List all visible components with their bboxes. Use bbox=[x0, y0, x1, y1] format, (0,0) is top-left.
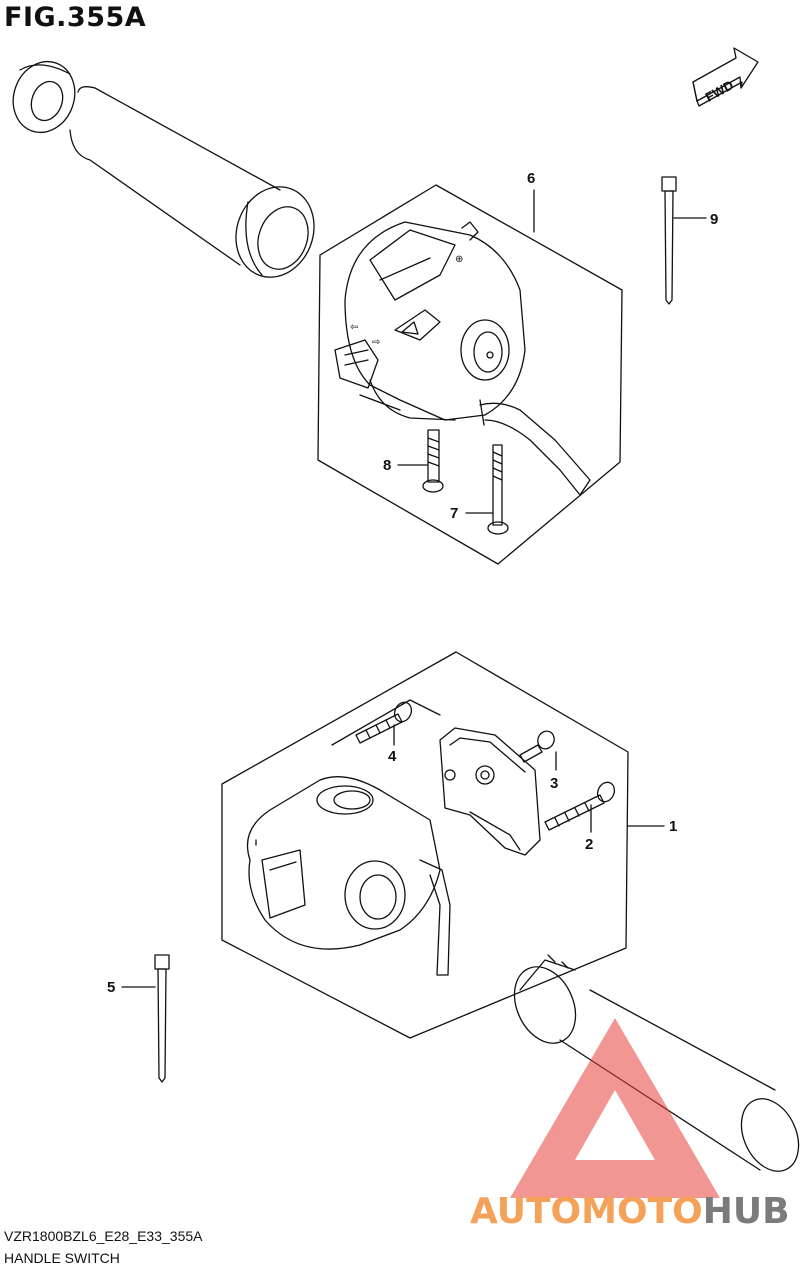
svg-text:⇨: ⇨ bbox=[372, 337, 380, 348]
watermark-logo bbox=[510, 1018, 720, 1198]
cable-tie-5-drawing bbox=[154, 954, 170, 1083]
watermark-text-part2: HUB bbox=[703, 1191, 790, 1232]
screw-2-drawing bbox=[544, 781, 616, 831]
lower-assembly-frame bbox=[221, 651, 629, 1039]
screw-4-drawing bbox=[355, 701, 413, 744]
watermark-text-part1: AUTOMOTO bbox=[470, 1191, 703, 1232]
callout-5: 5 bbox=[107, 979, 115, 996]
lower-inner-frame bbox=[331, 699, 441, 746]
watermark: AUTOMOTOHUB bbox=[470, 1018, 790, 1232]
screw-7-drawing bbox=[487, 444, 509, 535]
callout-2: 2 bbox=[585, 836, 593, 853]
upper-assembly-frame bbox=[317, 184, 623, 565]
callout-8: 8 bbox=[383, 457, 391, 474]
figure-title: FIG.355A bbox=[4, 2, 147, 33]
cable-tie-9-drawing bbox=[661, 176, 677, 305]
screw-3-drawing bbox=[519, 730, 555, 763]
callout-1: 1 bbox=[669, 818, 677, 835]
right-handle-switch-drawing bbox=[246, 776, 451, 976]
callout-4: 4 bbox=[388, 748, 397, 765]
left-grip-drawing bbox=[12, 60, 315, 278]
figure-description: HANDLE SWITCH bbox=[4, 1250, 120, 1266]
svg-text:AUTOMOTOHUB: AUTOMOTOHUB bbox=[470, 1191, 790, 1232]
leader-lines bbox=[121, 189, 707, 988]
callout-7: 7 bbox=[450, 505, 458, 522]
svg-text:⊕: ⊕ bbox=[455, 254, 463, 265]
figure-code: VZR1800BZL6_E28_E33_355A bbox=[4, 1228, 203, 1244]
svg-text:⇦: ⇦ bbox=[350, 322, 358, 333]
switch-bracket-drawing bbox=[439, 727, 541, 856]
left-handle-switch-drawing: ⊕ ⇦ ⇨ bbox=[334, 221, 591, 496]
screw-8-drawing bbox=[422, 429, 444, 493]
callout-6: 6 bbox=[527, 170, 535, 187]
fwd-arrow bbox=[692, 47, 759, 107]
callout-9: 9 bbox=[710, 211, 718, 228]
callout-3: 3 bbox=[550, 775, 558, 792]
